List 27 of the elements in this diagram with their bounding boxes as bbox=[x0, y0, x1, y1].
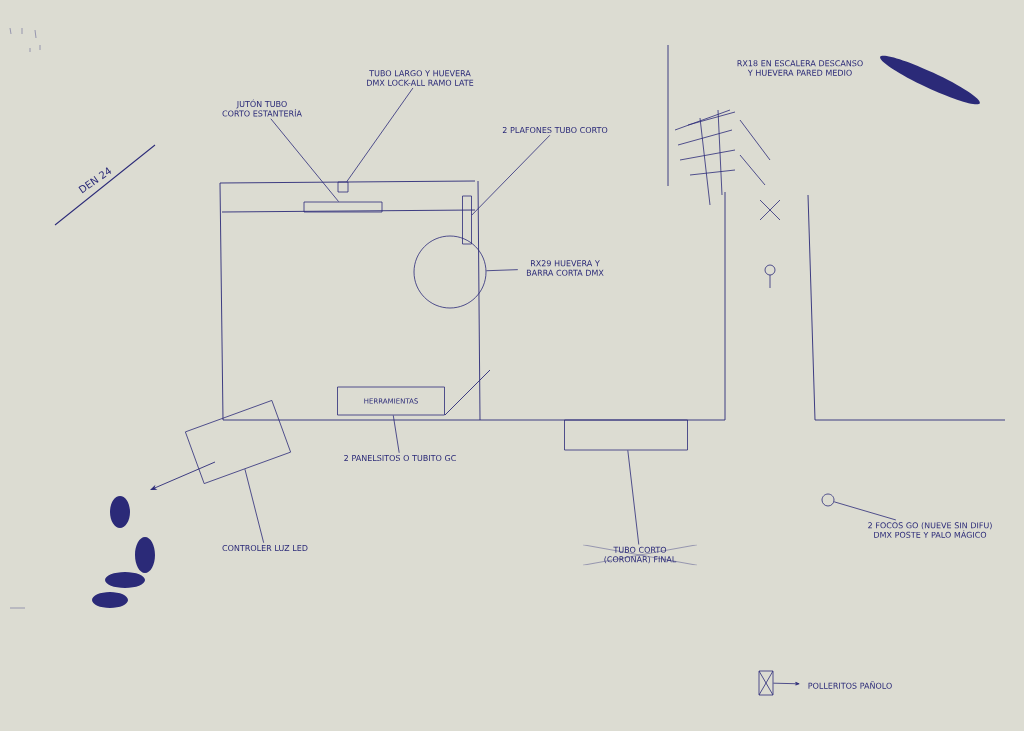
leader-line bbox=[471, 134, 551, 216]
fixture-box bbox=[462, 195, 472, 245]
handwritten-note: RX18 EN ESCALERA DESCANSO Y HUEVERA PARED MEDIO bbox=[737, 60, 863, 76]
handwritten-note: RX29 HUEVERA Y BARRA CORTA DMX bbox=[526, 260, 604, 276]
handwritten-note: POLLERITOS PAÑOLO bbox=[808, 681, 892, 689]
arrow bbox=[773, 681, 800, 686]
fixture-circle bbox=[413, 235, 487, 309]
fixture-box bbox=[337, 181, 349, 193]
fixture-box bbox=[564, 419, 688, 451]
leader-line bbox=[244, 468, 265, 544]
fixture-box bbox=[758, 670, 774, 696]
handwritten-note: TUBO LARGO Y HUEVERA DMX LOCK-ALL RAMO LATE bbox=[367, 70, 474, 86]
fixture-box bbox=[303, 201, 383, 213]
leader-line bbox=[833, 501, 897, 521]
leader-line bbox=[486, 269, 519, 272]
leader-line bbox=[392, 415, 400, 454]
handwritten-note: CONTROLER LUZ LED bbox=[222, 545, 308, 552]
fixture-box bbox=[184, 400, 292, 484]
leader-line bbox=[627, 450, 640, 545]
handwritten-note: 2 FOCOS GO (NUEVE SIN DIFU) DMX POSTE Y PALO MÁGICO bbox=[868, 522, 992, 538]
handwritten-note: JUTÓN TUBO CORTO ESTANTERÍA bbox=[222, 99, 302, 117]
crossed-out-note: TUBO CORTO (CORONAR) FINAL bbox=[583, 544, 697, 566]
leader-line bbox=[270, 118, 339, 202]
handwritten-note: 2 PANELSITOS O TUBITO GC bbox=[344, 454, 456, 462]
date-label: DEN 24 bbox=[78, 167, 112, 194]
handwritten-note: 2 PLAFONES TUBO CORTO bbox=[502, 126, 608, 133]
leader-line bbox=[346, 87, 414, 182]
